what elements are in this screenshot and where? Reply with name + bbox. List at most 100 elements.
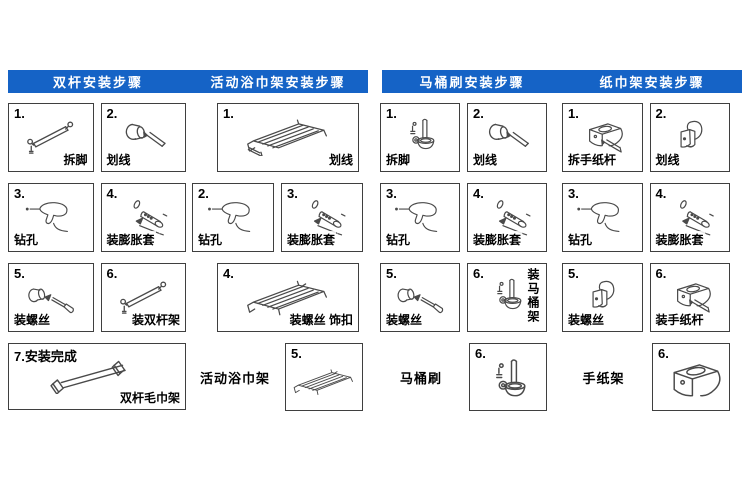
step-number: 2. xyxy=(654,106,668,121)
shelf-icon xyxy=(289,357,359,405)
step-number: 4. xyxy=(222,266,235,281)
step-label: 拆脚 xyxy=(62,151,89,168)
step-label: 装膨胀套 xyxy=(286,231,337,248)
header-title-toilet-brush: 马桶刷安装步骤 xyxy=(419,75,525,90)
step-box: 2. 划线 xyxy=(100,103,186,172)
step-label: 装螺丝 xyxy=(567,311,606,328)
step-row: 3.钻孔 4. 装膨胀套 xyxy=(8,183,186,252)
step-label: 钻孔 xyxy=(197,231,224,248)
step-box: 4. 装膨胀套 xyxy=(100,183,186,252)
shelf-icon xyxy=(221,277,355,316)
step-row: 3.钻孔 4. 装膨胀套 xyxy=(380,183,547,252)
step-box: 2. 划线 xyxy=(467,103,547,172)
step-label: 装膨胀套 xyxy=(105,231,156,248)
step-number: 5. xyxy=(567,266,580,281)
step-label: 装双杆架 xyxy=(130,311,181,328)
screw-icon xyxy=(12,277,90,316)
step-number: 6. xyxy=(105,266,119,281)
step-label: 划线 xyxy=(327,151,354,168)
marker-icon xyxy=(105,117,183,156)
step-label: 装螺丝 饰扣 xyxy=(288,311,354,328)
step-number: 6. xyxy=(472,266,485,281)
step-label: 钻孔 xyxy=(567,231,594,248)
drill-icon xyxy=(566,197,639,236)
step-box: 3.钻孔 xyxy=(380,183,460,252)
step-label: 拆脚 xyxy=(385,151,412,168)
step-row: 7.安装完成双杆毛巾架 xyxy=(8,343,186,410)
header-title-paper-holder: 纸巾架安装步骤 xyxy=(599,75,705,90)
paper-final-icon xyxy=(656,357,726,405)
step-box: 3.钻孔 xyxy=(8,183,94,252)
step-box: 1. 划线 xyxy=(217,103,359,172)
step-box: 5. 装螺丝 xyxy=(8,263,94,332)
step-label: 钻孔 xyxy=(385,231,412,248)
step-number: 1. xyxy=(222,106,235,121)
step-number: 6. xyxy=(474,346,487,361)
screw-icon xyxy=(384,277,456,316)
step-row: 1. 拆脚 2. 划线 xyxy=(380,103,547,172)
step-box: 5.装螺丝 xyxy=(380,263,460,332)
step-row: 4. 装螺丝 饰扣 xyxy=(192,263,363,332)
step-number: 1. xyxy=(385,106,398,121)
step-row: 5.装螺丝 6. 装马桶架 xyxy=(380,263,547,332)
drill-icon xyxy=(196,197,270,236)
step-number: 4. xyxy=(472,186,485,201)
step-label: 装螺丝 xyxy=(13,311,52,328)
step-label: 装手纸杆 xyxy=(654,311,705,328)
step-box: 7.安装完成双杆毛巾架 xyxy=(8,343,186,410)
step-label: 装马桶架 xyxy=(524,268,543,324)
header-bar-right: 马桶刷安装步骤 纸巾架安装步骤 xyxy=(382,70,742,93)
step-number: 1. xyxy=(567,106,580,121)
step-number: 2. xyxy=(105,106,119,121)
step-number: 2. xyxy=(197,186,210,201)
toilet-brush-icon xyxy=(471,277,543,316)
step-label: 装膨胀套 xyxy=(472,231,523,248)
step-label: 拆手纸杆 xyxy=(567,151,618,168)
anchor-icon xyxy=(105,197,183,236)
step-number: 5. xyxy=(385,266,398,281)
step-number: 4. xyxy=(105,186,119,201)
step-label: 双杆毛巾架 xyxy=(118,389,181,406)
step-label: 钻孔 xyxy=(13,231,40,248)
step-box: 3.钻孔 xyxy=(562,183,643,252)
header-bar-left: 双杆安装步骤 活动浴巾架安装步骤 xyxy=(8,70,368,93)
towel-bar-icon xyxy=(12,117,90,156)
step-row: 2. 钻孔 3. 装膨胀套 xyxy=(192,183,363,252)
step-box: 5. 装螺丝 xyxy=(562,263,643,332)
step-box: 1. 拆脚 xyxy=(380,103,460,172)
toilet-brush-icon xyxy=(384,117,456,156)
step-row: 5. 装螺丝 6.装手纸杆 xyxy=(562,263,730,332)
paper-pencil-icon xyxy=(566,117,639,156)
step-box: 4. 装膨胀套 xyxy=(467,183,547,252)
step-number: 5. xyxy=(13,266,26,281)
towel-bar-icon xyxy=(105,277,183,316)
towel-bar-big-icon xyxy=(12,357,182,394)
step-label: 划线 xyxy=(472,151,499,168)
product-caption: 手纸架 xyxy=(582,370,625,386)
step-number: 4. xyxy=(654,186,668,201)
paper-icon xyxy=(566,277,639,316)
step-number: 5. xyxy=(290,346,303,361)
step-box: 6. 装马桶架 xyxy=(467,263,547,332)
anchor-icon xyxy=(654,197,727,236)
step-box: 3. 装膨胀套 xyxy=(281,183,363,252)
shelf-pencil-icon xyxy=(221,117,355,156)
step-number: 2. xyxy=(472,106,485,121)
step-number: 3. xyxy=(286,186,299,201)
step-label: 划线 xyxy=(105,151,132,168)
step-box: 6.装手纸杆 xyxy=(649,263,730,332)
step-box: 6. xyxy=(469,343,547,411)
step-box: 4.装膨胀套 xyxy=(649,183,730,252)
step-box: 2. 钻孔 xyxy=(192,183,274,252)
